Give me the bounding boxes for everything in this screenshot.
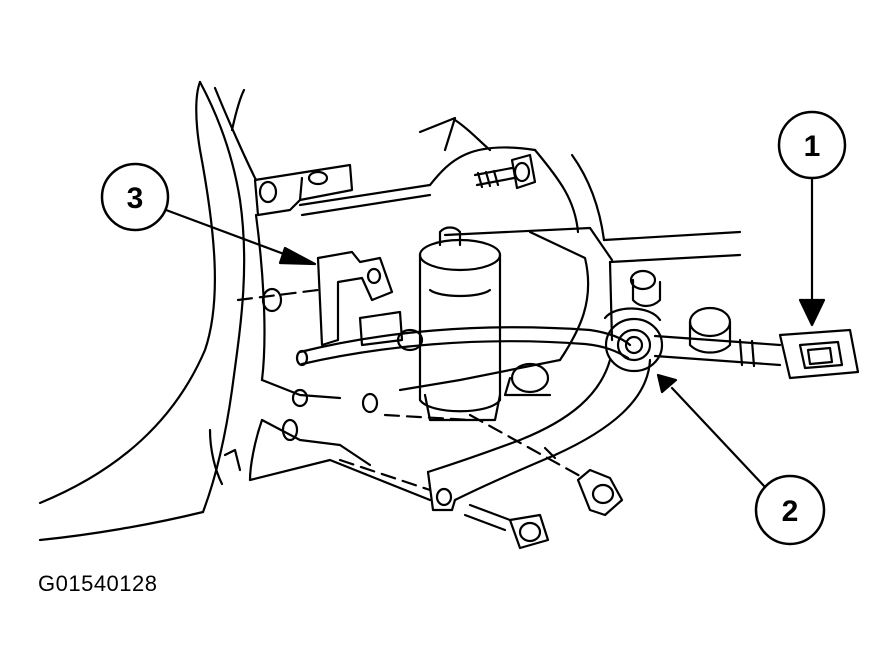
cable-clip [603,307,782,373]
cable-bracket [236,250,404,347]
right-side-fittings [629,269,732,354]
callout-2-label: 2 [782,495,799,528]
cable-connector [778,328,860,380]
solenoid-cylinder [418,226,552,422]
callout-3-label: 3 [127,182,144,215]
figure-id-label: G01540128 [38,571,158,596]
shift-lever [338,358,652,512]
transmission-case [38,80,742,542]
callout-1: 1 [777,110,847,327]
upper-bolt [473,153,537,190]
callout-2: 2 [656,373,826,546]
callout-3: 3 [100,162,317,266]
shift-cable [295,326,632,367]
callout-1-label: 1 [804,130,821,163]
lever-bolts [463,468,624,550]
